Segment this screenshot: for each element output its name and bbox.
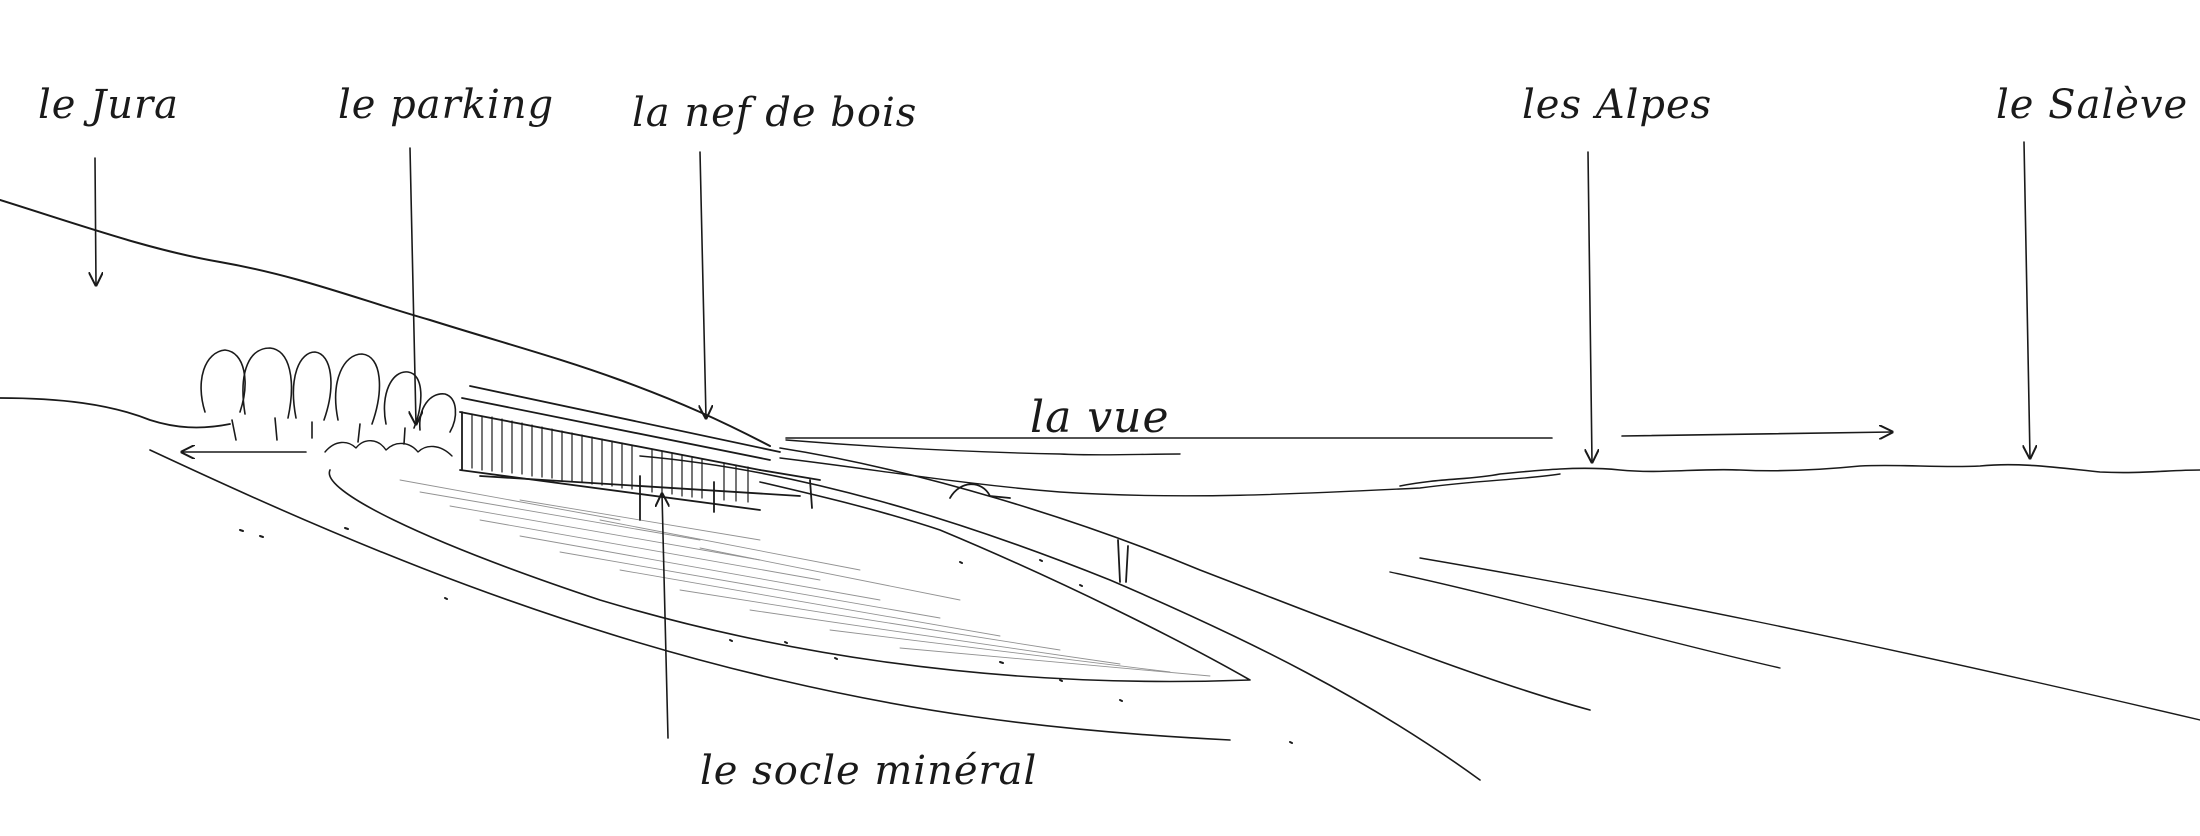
label-socle-mineral: le socle minéral — [700, 748, 1038, 794]
socle-outline — [328, 469, 1251, 683]
arrow-socle — [662, 494, 668, 739]
label-alpes: les Alpes — [1522, 82, 1713, 128]
horizon-alps-line — [1399, 463, 2200, 487]
figures — [949, 483, 1129, 583]
socle-shading — [399, 479, 1211, 677]
label-parking: le parking — [338, 82, 555, 128]
terrain-line-4 — [1419, 557, 2200, 721]
arrow-alpes — [1588, 151, 1592, 462]
arrow-parking — [410, 147, 416, 424]
label-jura: le Jura — [38, 82, 179, 128]
terrain-dots — [239, 527, 1293, 744]
ground-line-foreground — [149, 449, 1231, 741]
arrow-nef — [700, 151, 706, 418]
lake-shore-line — [779, 457, 1561, 497]
timber-building — [459, 385, 821, 521]
distant-shore — [785, 439, 1181, 456]
label-la-vue: la vue — [1030, 392, 1170, 443]
ground-line-left — [0, 397, 231, 429]
terrain-line-2 — [779, 447, 1591, 711]
parking-shrubs — [324, 440, 453, 457]
jura-ridge-line — [0, 199, 771, 447]
label-nef-de-bois: la nef de bois — [632, 90, 918, 136]
tree-row — [200, 347, 457, 445]
arrow-saleve — [2024, 141, 2030, 458]
arrow-jura — [95, 157, 96, 285]
label-saleve: le Salève — [1996, 82, 2189, 128]
arrow-vue-right — [1621, 432, 1892, 436]
building-columns — [471, 413, 749, 503]
terrain-line-3 — [1389, 571, 1781, 669]
terrain-line-1 — [639, 455, 1481, 781]
